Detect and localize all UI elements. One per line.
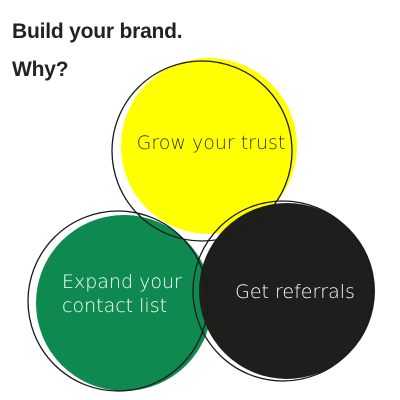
circle-referrals — [199, 203, 375, 379]
label-trust: Grow your trust — [137, 132, 286, 154]
circle-trust — [121, 58, 297, 234]
outline-contact-list — [27, 210, 209, 392]
label-contact-list-line-1: Expand your — [62, 271, 182, 293]
label-contact-list-line-2: contact list — [62, 295, 167, 317]
outline-trust — [111, 60, 293, 242]
title: Build your brand. — [12, 20, 183, 43]
label-contact-list: Expand your contact list — [62, 271, 188, 317]
label-referrals: Get referrals — [235, 281, 355, 303]
outline-referrals — [192, 200, 374, 382]
circle-contact-list — [36, 215, 212, 391]
subtitle: Why? — [12, 58, 69, 81]
label-referrals-line-1: Get referrals — [235, 281, 355, 303]
label-trust-line-1: Grow your trust — [137, 132, 286, 154]
